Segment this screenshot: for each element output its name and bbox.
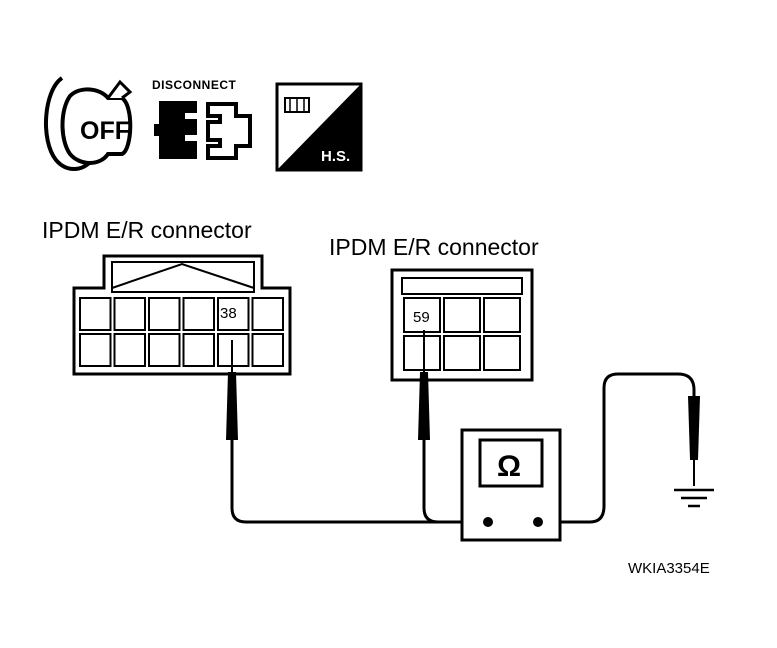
connector-cavity [113, 297, 146, 331]
connector-cavity [217, 297, 250, 331]
left-connector-pin-38: 38 [220, 305, 237, 322]
wire-ground-probe [540, 372, 696, 524]
left-connector-cavities [79, 297, 284, 367]
connector-cavity [113, 333, 146, 367]
connector-cavity [182, 333, 215, 367]
connector-cavity [251, 297, 284, 331]
meter-terminal-positive [533, 517, 543, 527]
wire-right-probe [422, 440, 439, 524]
left-probe [226, 340, 238, 440]
connector-cavity [403, 297, 441, 333]
right-probe [418, 330, 430, 440]
right-connector-title: IPDM E/R connector [329, 234, 539, 260]
connector-cavity [443, 335, 481, 371]
ignition-off-label: OFF [80, 117, 130, 145]
connector-cavity [79, 333, 112, 367]
right-connector-cavities [403, 297, 521, 371]
connector-cavity [148, 333, 181, 367]
meter-terminal-negative [483, 517, 493, 527]
right-connector-pin-59: 59 [413, 309, 430, 326]
connector-cavity [403, 335, 441, 371]
figure-code: WKIA3354E [628, 560, 710, 577]
connector-cavity [443, 297, 481, 333]
harness-hs-label: H.S. [321, 148, 350, 165]
ground-probe [688, 396, 700, 486]
ignition-off-icon: OFF [44, 76, 133, 171]
ohmmeter: Ω [460, 428, 562, 542]
right-connector: 59 [390, 268, 534, 382]
left-connector: 38 [72, 254, 292, 376]
connector-cavity [148, 297, 181, 331]
disconnect-icon: DISCONNECT [152, 78, 252, 160]
connector-cavity [483, 297, 521, 333]
wire-left-probe [230, 440, 488, 524]
disconnect-label: DISCONNECT [152, 78, 237, 92]
connector-cavity [182, 297, 215, 331]
ohm-symbol-icon: Ω [497, 450, 521, 483]
connector-cavity [251, 333, 284, 367]
left-connector-title: IPDM E/R connector [42, 217, 252, 243]
connector-cavity [483, 335, 521, 371]
ground-icon [674, 488, 714, 508]
connector-cavity [217, 333, 250, 367]
connector-cavity [79, 297, 112, 331]
harness-connector-icon: H.S. [275, 82, 363, 172]
